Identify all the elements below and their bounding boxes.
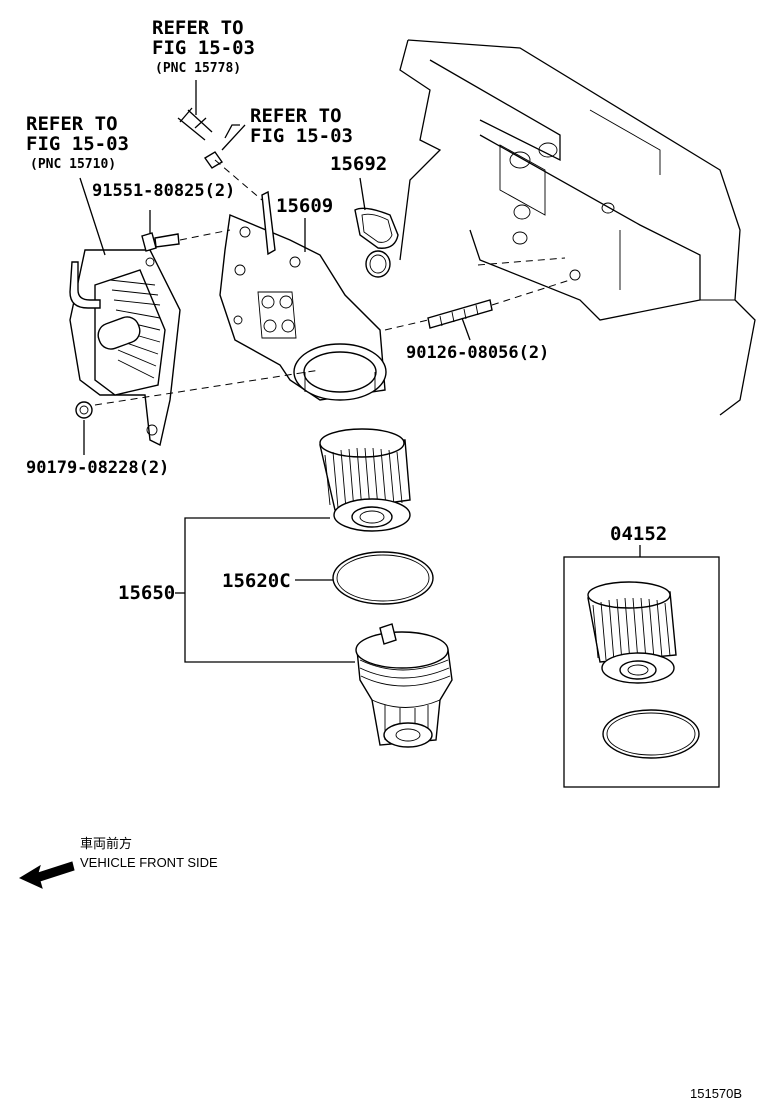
oil-cooler xyxy=(69,249,181,447)
gasket-15692 xyxy=(354,207,399,278)
label-90126: 90126-08056(2) xyxy=(406,343,549,363)
kit-o-ring xyxy=(602,709,700,759)
refer3-line3: (PNC 15710) xyxy=(30,157,116,172)
leader-15692 xyxy=(359,177,366,211)
engine-block xyxy=(399,39,756,416)
nut-90179 xyxy=(75,401,93,455)
refer1-line2: FIG 15-03 xyxy=(152,37,255,59)
hose-top xyxy=(177,107,240,169)
kit-box-04152 xyxy=(563,556,720,788)
bolt-91551 xyxy=(141,210,180,252)
align-line-3 xyxy=(384,319,429,331)
direction-en: VEHICLE FRONT SIDE xyxy=(80,855,218,870)
label-15692: 15692 xyxy=(330,153,387,175)
refer2-line2: FIG 15-03 xyxy=(250,125,353,147)
align-line-5 xyxy=(214,159,263,201)
align-line-4 xyxy=(491,279,571,306)
filter-element xyxy=(319,428,411,532)
figure-id: 151570B xyxy=(690,1086,742,1101)
front-arrow-icon xyxy=(18,861,75,889)
kit-filter-element xyxy=(587,581,677,684)
refer1-line1: REFER TO xyxy=(152,17,244,39)
stud-90126 xyxy=(427,299,493,329)
align-line-2 xyxy=(94,369,321,406)
refer1-line3: (PNC 15778) xyxy=(155,61,241,76)
refer3-line1: REFER TO xyxy=(26,113,118,135)
direction-jp: 車両前方 xyxy=(80,836,132,851)
o-ring-15620c xyxy=(332,551,434,605)
leader-refer3 xyxy=(79,177,106,256)
leader-refer2 xyxy=(221,124,246,151)
align-line-1 xyxy=(179,229,231,241)
refer3-line2: FIG 15-03 xyxy=(26,133,129,155)
label-04152: 04152 xyxy=(610,523,667,545)
kit-o-ring-inner xyxy=(606,712,696,756)
label-15609: 15609 xyxy=(276,195,333,217)
filter-cap xyxy=(355,623,453,748)
label-15650: 15650 xyxy=(118,582,175,604)
label-15620c: 15620C xyxy=(222,570,291,592)
oil-filter-bracket xyxy=(219,190,387,401)
o-ring-inner xyxy=(336,554,430,602)
refer2-line1: REFER TO xyxy=(250,105,342,127)
label-91551: 91551-80825(2) xyxy=(92,181,235,201)
group-bracket-15650 xyxy=(184,517,355,663)
label-90179: 90179-08228(2) xyxy=(26,458,169,478)
leader-90126 xyxy=(461,317,471,341)
